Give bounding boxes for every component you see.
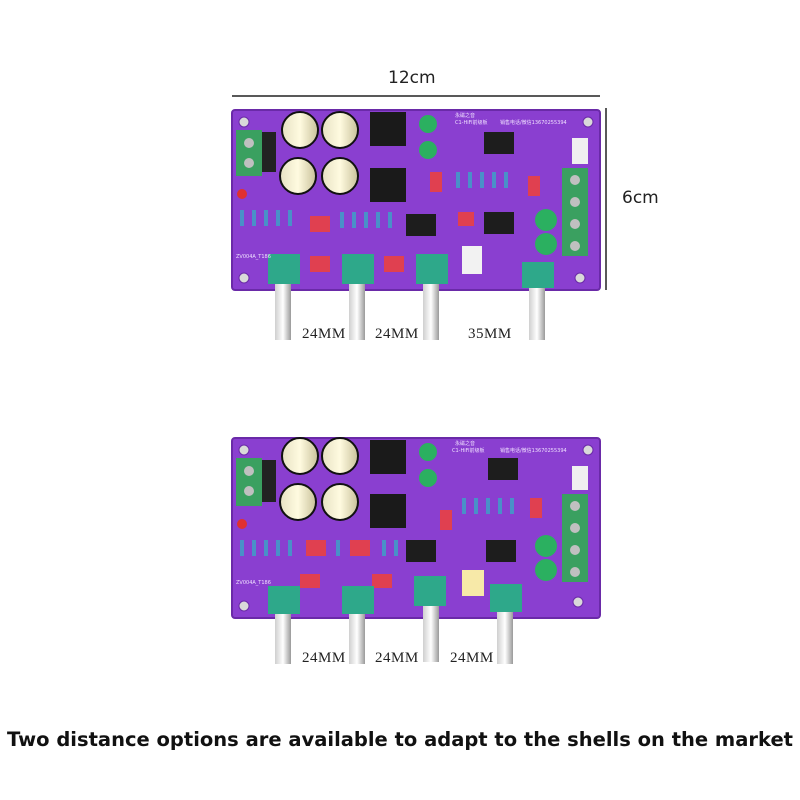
bottom-silkscreen-serial: ZV004A_T186 xyxy=(236,580,271,586)
bottom-silkscreen-model: C1-HiFi前级板 xyxy=(452,448,485,454)
top-spacing-label-2: 24MM xyxy=(375,326,419,342)
width-dimension-label: 12cm xyxy=(388,68,436,88)
top-spacing-label-3: 35MM xyxy=(468,326,512,342)
caption: Two distance options are available to ad… xyxy=(6,728,793,751)
bottom-silkscreen-contact: 销售电话/微信13670255394 xyxy=(500,448,567,454)
bottom-silkscreen-brand: 永磁之音 xyxy=(455,441,476,447)
bottom-spacing-label-1: 24MM xyxy=(302,650,346,666)
top-spacing-label-1: 24MM xyxy=(302,326,346,342)
top-silkscreen-serial: ZV004A_T186 xyxy=(236,254,271,260)
bottom-spacing-label-3: 24MM xyxy=(450,650,494,666)
bottom-spacing-label-2: 24MM xyxy=(375,650,419,666)
height-dimension-label: 6cm xyxy=(622,188,659,208)
top-silkscreen-contact: 销售电话/微信13670255394 xyxy=(500,120,567,126)
top-silkscreen-model: C1-HiFi前级板 xyxy=(455,120,488,126)
top-silkscreen-brand: 永磁之音 xyxy=(455,113,476,119)
